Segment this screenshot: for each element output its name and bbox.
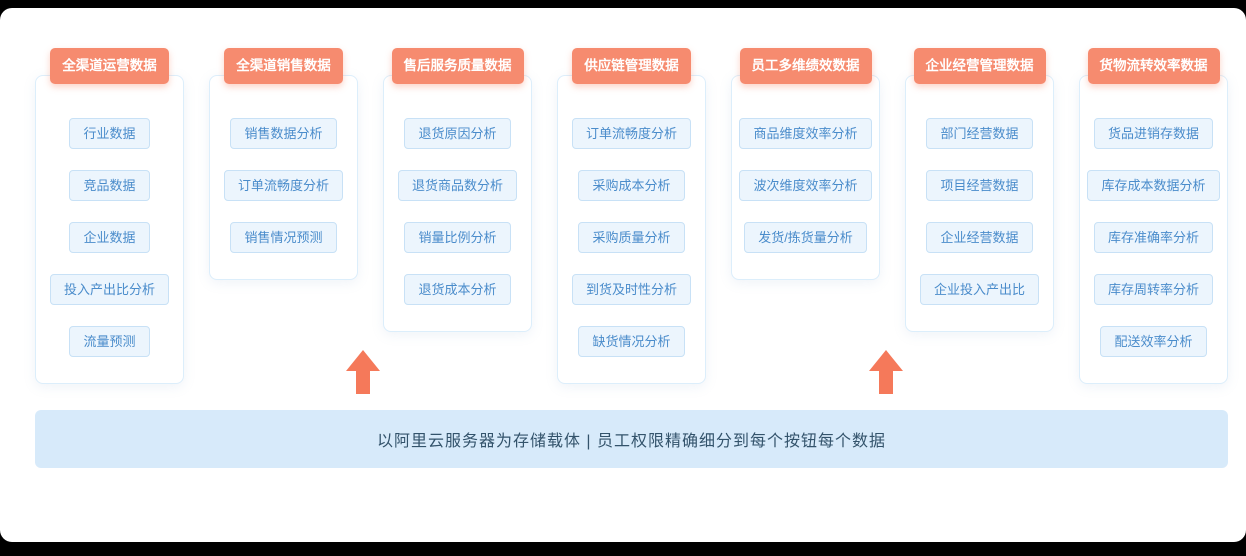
data-item: 退货原因分析 — [404, 118, 511, 149]
data-item: 波次维度效率分析 — [739, 170, 872, 201]
data-item: 销量比例分析 — [404, 222, 511, 253]
column-card: 部门经营数据 项目经营数据 企业经营数据 企业投入产出比 — [905, 75, 1054, 332]
data-item: 流量预测 — [69, 326, 150, 357]
column-card: 退货原因分析 退货商品数分析 销量比例分析 退货成本分析 — [383, 75, 532, 332]
column-header: 供应链管理数据 — [572, 48, 691, 84]
column-after-sales-quality: 售后服务质量数据 退货原因分析 退货商品数分析 销量比例分析 退货成本分析 — [383, 48, 532, 332]
column-card: 商品维度效率分析 波次维度效率分析 发货/拣货量分析 — [731, 75, 880, 280]
data-item: 到货及时性分析 — [571, 274, 691, 305]
data-item: 部门经营数据 — [926, 118, 1033, 149]
data-item: 订单流畅度分析 — [571, 118, 691, 149]
column-card: 行业数据 竞品数据 企业数据 投入产出比分析 流量预测 — [35, 75, 184, 384]
data-item: 缺货情况分析 — [578, 326, 685, 357]
data-item: 库存周转率分析 — [1093, 274, 1213, 305]
data-item: 企业数据 — [69, 222, 150, 253]
data-item: 退货成本分析 — [404, 274, 511, 305]
column-header: 售后服务质量数据 — [391, 48, 524, 84]
column-omni-channel-sales: 全渠道销售数据 销售数据分析 订单流畅度分析 销售情况预测 — [209, 48, 358, 280]
up-arrow-icon — [869, 350, 903, 394]
data-item: 销售情况预测 — [230, 222, 337, 253]
data-item: 企业投入产出比 — [919, 274, 1039, 305]
column-header: 企业经营管理数据 — [913, 48, 1046, 84]
column-employee-performance: 员工多维绩效数据 商品维度效率分析 波次维度效率分析 发货/拣货量分析 — [731, 48, 880, 280]
up-arrow-stem — [356, 371, 370, 394]
data-item: 行业数据 — [69, 118, 150, 149]
columns-row: 全渠道运营数据 行业数据 竞品数据 企业数据 投入产出比分析 流量预测 全渠道销… — [35, 48, 1228, 384]
data-item: 商品维度效率分析 — [739, 118, 872, 149]
data-item: 退货商品数分析 — [397, 170, 517, 201]
data-item: 订单流畅度分析 — [223, 170, 343, 201]
column-card: 订单流畅度分析 采购成本分析 采购质量分析 到货及时性分析 缺货情况分析 — [557, 75, 706, 384]
data-item: 库存准确率分析 — [1093, 222, 1213, 253]
up-arrow-icon — [346, 350, 380, 394]
data-item: 货品进销存数据 — [1093, 118, 1213, 149]
up-arrow-head — [346, 350, 380, 371]
bottom-banner: 以阿里云服务器为存储载体 | 员工权限精确细分到每个按钮每个数据 — [35, 410, 1228, 468]
diagram-canvas: 全渠道运营数据 行业数据 竞品数据 企业数据 投入产出比分析 流量预测 全渠道销… — [0, 8, 1246, 542]
data-item: 企业经营数据 — [926, 222, 1033, 253]
data-item: 项目经营数据 — [926, 170, 1033, 201]
column-omni-channel-operation: 全渠道运营数据 行业数据 竞品数据 企业数据 投入产出比分析 流量预测 — [35, 48, 184, 384]
up-arrow-stem — [879, 371, 893, 394]
data-item: 库存成本数据分析 — [1087, 170, 1220, 201]
data-item: 竞品数据 — [69, 170, 150, 201]
data-item: 发货/拣货量分析 — [744, 222, 867, 253]
column-card: 货品进销存数据 库存成本数据分析 库存准确率分析 库存周转率分析 配送效率分析 — [1079, 75, 1228, 384]
column-enterprise-management: 企业经营管理数据 部门经营数据 项目经营数据 企业经营数据 企业投入产出比 — [905, 48, 1054, 332]
column-card: 销售数据分析 订单流畅度分析 销售情况预测 — [209, 75, 358, 280]
data-item: 投入产出比分析 — [49, 274, 169, 305]
column-supply-chain: 供应链管理数据 订单流畅度分析 采购成本分析 采购质量分析 到货及时性分析 缺货… — [557, 48, 706, 384]
column-header: 全渠道销售数据 — [224, 48, 343, 84]
column-header: 员工多维绩效数据 — [739, 48, 872, 84]
column-header: 货物流转效率数据 — [1087, 48, 1220, 84]
data-item: 销售数据分析 — [230, 118, 337, 149]
column-logistics-efficiency: 货物流转效率数据 货品进销存数据 库存成本数据分析 库存准确率分析 库存周转率分… — [1079, 48, 1228, 384]
up-arrow-head — [869, 350, 903, 371]
data-item: 采购质量分析 — [578, 222, 685, 253]
data-item: 配送效率分析 — [1100, 326, 1207, 357]
data-item: 采购成本分析 — [578, 170, 685, 201]
column-header: 全渠道运营数据 — [50, 48, 169, 84]
